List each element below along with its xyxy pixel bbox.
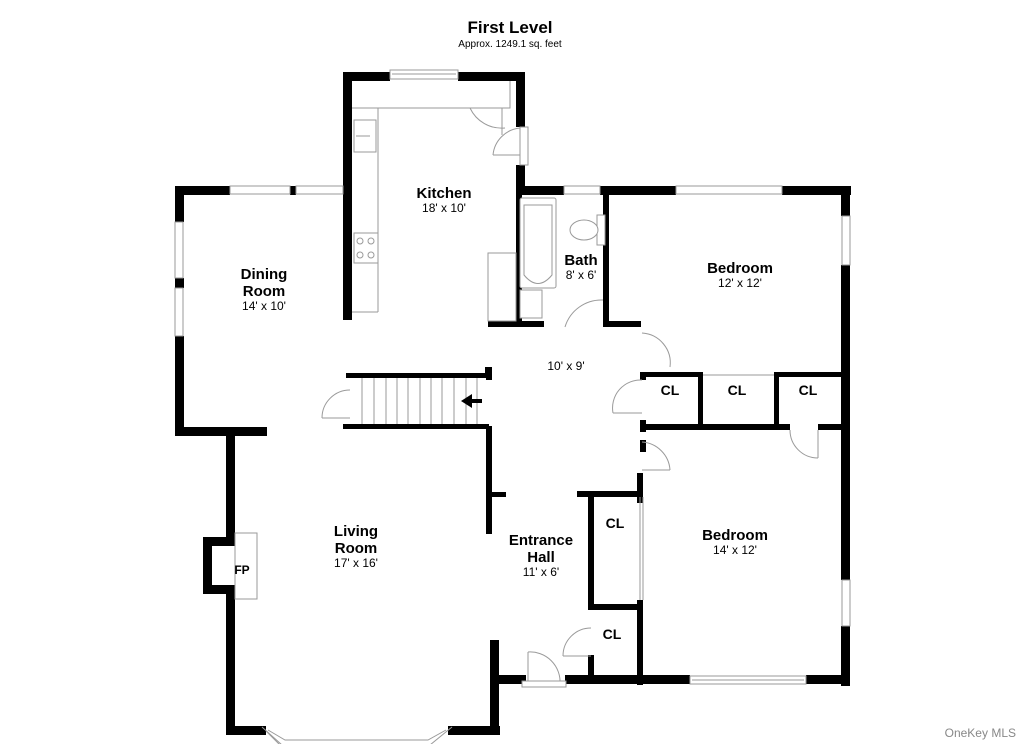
room-name: Kitchen <box>416 185 471 202</box>
room-dimensions: 10' x 9' <box>547 359 584 373</box>
room-dimensions: 8' x 6' <box>566 268 597 282</box>
room-dimensions: 11' x 6' <box>523 565 559 579</box>
kitchen-door-arc <box>492 127 521 156</box>
fireplace: FP <box>234 532 258 600</box>
toilet-icon <box>569 214 606 246</box>
room-name-line1: Living <box>334 523 378 540</box>
room-dimensions: 14' x 10' <box>242 299 286 313</box>
arrow-left-icon <box>461 394 482 408</box>
room-name-line1: Entrance <box>509 532 573 549</box>
room-dimensions: 12' x 12' <box>718 276 762 290</box>
bath-fixtures <box>487 197 606 328</box>
front-door-arc <box>527 651 561 685</box>
closet-label-5: CL <box>603 626 622 642</box>
walls <box>175 72 851 735</box>
room-name-line1: Dining <box>241 266 288 283</box>
room-name-line2: Hall <box>527 549 555 566</box>
fireplace-label: FP <box>234 563 249 577</box>
closet-label-1: CL <box>661 382 680 398</box>
room-living: Living Room 17' x 16' <box>334 523 378 570</box>
room-hall: 10' x 9' <box>547 359 584 373</box>
room-name: Bedroom <box>702 527 768 544</box>
windows <box>174 69 851 744</box>
room-kitchen: Kitchen 18' x 10' <box>416 185 471 215</box>
staircase <box>321 378 486 424</box>
room-name: Bath <box>564 252 597 269</box>
room-dimensions: 17' x 16' <box>334 556 378 570</box>
room-bedroom-1: Bedroom 12' x 12' <box>707 260 773 290</box>
doors <box>521 332 819 688</box>
plan-title: First Level <box>467 18 552 37</box>
closet-label-3: CL <box>799 382 818 398</box>
kitchen-fixtures <box>352 81 529 313</box>
room-dimensions: 18' x 10' <box>422 201 466 215</box>
watermark: OneKey MLS <box>945 726 1016 740</box>
bathtub-icon <box>519 197 557 289</box>
room-entrance-hall: Entrance Hall 11' x 6' <box>509 532 573 579</box>
room-dimensions: 14' x 12' <box>713 543 757 557</box>
closet-label-2: CL <box>728 382 747 398</box>
room-bath: Bath 8' x 6' <box>564 252 597 282</box>
room-name-line2: Room <box>243 283 286 300</box>
room-bedroom-2: Bedroom 14' x 12' <box>702 527 768 557</box>
closet-label-4: CL <box>606 515 625 531</box>
room-name: Bedroom <box>707 260 773 277</box>
room-name-line2: Room <box>335 540 378 557</box>
bathroom-sink-icon <box>519 289 543 319</box>
plan-area: Approx. 1249.1 sq. feet <box>458 39 562 50</box>
room-dining: Dining Room 14' x 10' <box>241 266 288 313</box>
stove-icon <box>353 232 379 264</box>
